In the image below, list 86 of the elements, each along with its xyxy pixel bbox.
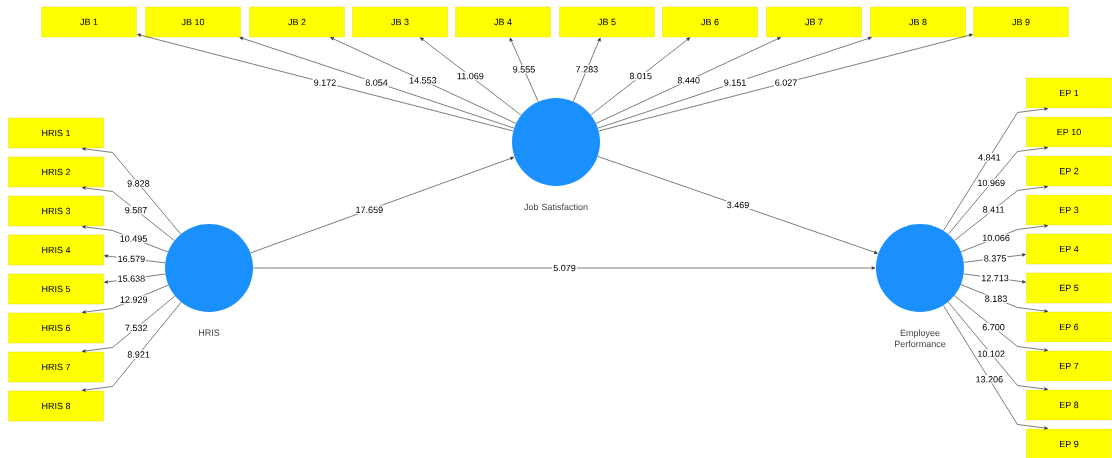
arrow bbox=[943, 305, 1048, 430]
indicator-box: HRIS 4 bbox=[8, 234, 104, 266]
arrow bbox=[597, 156, 878, 254]
indicator-box: JB 1 bbox=[41, 6, 137, 38]
arrow bbox=[252, 266, 876, 270]
edge-label: 10.066 bbox=[981, 233, 1011, 243]
edge-label: 9.172 bbox=[312, 78, 338, 87]
arrow bbox=[573, 37, 601, 102]
indicator-box: EP 7 bbox=[1026, 350, 1112, 382]
edge-label: 6.027 bbox=[773, 78, 799, 87]
edge-label: 9.151 bbox=[722, 78, 748, 87]
edge-label: 13.206 bbox=[974, 375, 1005, 384]
indicator-box: JB 9 bbox=[973, 6, 1069, 38]
arrow bbox=[947, 301, 1048, 391]
indicator-box: EP 6 bbox=[1026, 311, 1112, 343]
edge-label: 15.638 bbox=[116, 274, 147, 283]
node-label: HRIS bbox=[199, 329, 220, 336]
arrow bbox=[250, 156, 514, 254]
edge-label: 7.283 bbox=[574, 65, 600, 74]
indicator-box: HRIS 7 bbox=[8, 351, 104, 383]
edge-label: 17.659 bbox=[354, 205, 385, 214]
arrow bbox=[330, 37, 517, 124]
edge-label: 10.102 bbox=[976, 349, 1006, 358]
indicator-box: HRIS 1 bbox=[8, 117, 104, 149]
indicator-box: JB 4 bbox=[455, 6, 551, 38]
edge-label: 11.069 bbox=[455, 71, 485, 81]
indicator-box: EP 9 bbox=[1026, 428, 1112, 458]
indicator-box: EP 4 bbox=[1026, 233, 1112, 265]
edge-label: 3.469 bbox=[725, 200, 751, 210]
edge-label: 12.713 bbox=[980, 273, 1010, 283]
edge-label: 10.969 bbox=[976, 178, 1006, 188]
edge-label: 8.183 bbox=[983, 294, 1009, 303]
edge-label: 9.555 bbox=[511, 65, 537, 74]
indicator-box: EP 3 bbox=[1026, 194, 1112, 226]
arrow bbox=[590, 37, 691, 116]
arrow bbox=[960, 284, 1048, 313]
indicator-box: JB 5 bbox=[559, 6, 655, 38]
edge-label: 10.495 bbox=[118, 234, 149, 243]
arrow bbox=[954, 185, 1048, 241]
edge-label: 16.579 bbox=[116, 254, 147, 264]
edge-label: 8.921 bbox=[126, 350, 151, 359]
indicator-box: EP 5 bbox=[1026, 272, 1112, 304]
edge-label: 6.700 bbox=[981, 323, 1006, 332]
arrow bbox=[954, 295, 1048, 352]
edge-label: 8.440 bbox=[676, 76, 701, 85]
arrow bbox=[598, 33, 973, 132]
indicator-box: EP 1 bbox=[1026, 77, 1112, 109]
edge-label: 9.587 bbox=[123, 205, 149, 215]
node-label: Employee Performance bbox=[894, 329, 946, 348]
indicator-box: HRIS 5 bbox=[8, 273, 104, 305]
indicator-box: HRIS 8 bbox=[8, 390, 104, 422]
arrow bbox=[82, 295, 176, 353]
arrow bbox=[420, 37, 522, 116]
arrow bbox=[948, 146, 1048, 235]
arrow bbox=[137, 33, 514, 132]
arrow bbox=[943, 107, 1048, 231]
edge-label: 8.375 bbox=[982, 254, 1008, 263]
indicator-box: EP 8 bbox=[1026, 389, 1112, 421]
edge-label: 4.841 bbox=[977, 153, 1002, 162]
indicator-box: HRIS 6 bbox=[8, 312, 104, 344]
indicator-box: EP 10 bbox=[1026, 116, 1112, 148]
indicator-box: JB 7 bbox=[766, 6, 862, 38]
arrow bbox=[82, 186, 175, 241]
edge-label: 8.054 bbox=[364, 78, 389, 87]
indicator-box: EP 2 bbox=[1026, 155, 1112, 187]
arrow bbox=[595, 37, 781, 124]
indicator-box: HRIS 2 bbox=[8, 156, 104, 188]
edge-label: 8.411 bbox=[981, 205, 1006, 214]
edge-label: 5.079 bbox=[552, 263, 577, 273]
indicator-box: JB 8 bbox=[870, 6, 966, 38]
edge-label: 8.015 bbox=[628, 71, 653, 81]
edge-label: 9.828 bbox=[126, 179, 151, 188]
node-label: Job Satisfaction bbox=[524, 203, 588, 211]
arrow bbox=[82, 147, 181, 235]
arrow bbox=[239, 36, 515, 129]
indicator-box: JB 2 bbox=[249, 6, 345, 38]
indicator-box: HRIS 3 bbox=[8, 195, 104, 227]
edge-label: 12.929 bbox=[118, 295, 149, 304]
edge-label: 14.553 bbox=[408, 76, 438, 85]
indicator-box: JB 6 bbox=[662, 6, 758, 38]
arrow bbox=[82, 301, 182, 392]
edge-label: 7.532 bbox=[123, 323, 149, 333]
arrow bbox=[509, 37, 539, 102]
indicator-box: JB 3 bbox=[352, 6, 448, 38]
arrow bbox=[597, 36, 872, 129]
indicator-box: JB 10 bbox=[145, 6, 241, 38]
